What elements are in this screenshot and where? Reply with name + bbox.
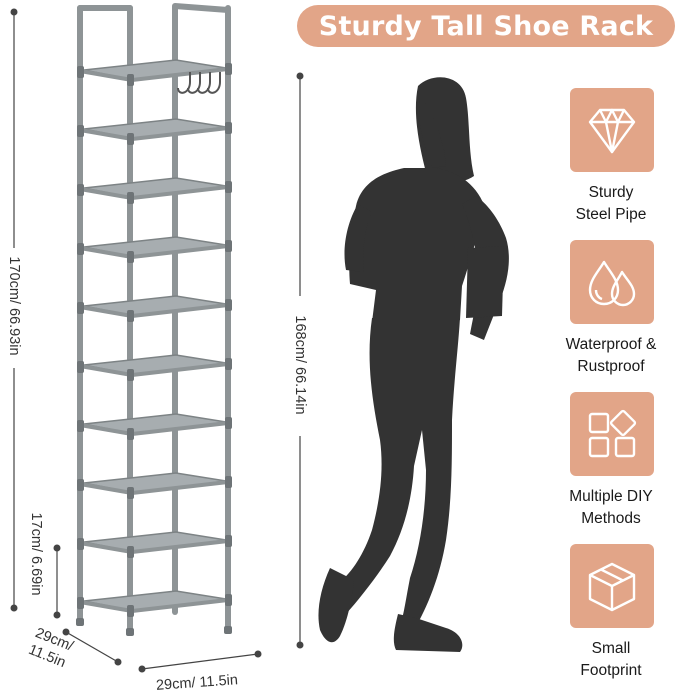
rack-rail	[79, 541, 133, 554]
tier-height-label: 17cm/ 6.69in	[28, 512, 44, 596]
rack-rail	[131, 362, 229, 377]
total-height-label: 170cm/ 66.93in	[6, 256, 22, 356]
rack-joint	[225, 240, 232, 252]
rack-hook	[187, 72, 201, 94]
rack-joint	[225, 476, 232, 488]
rack-joint	[127, 133, 134, 145]
rack-joint	[77, 597, 84, 609]
rack-rail	[79, 128, 133, 141]
rack-joint	[225, 594, 232, 606]
rack-rail	[79, 482, 133, 495]
rack-joint	[77, 420, 84, 432]
rack-joint	[77, 184, 84, 196]
rack-joint	[127, 192, 134, 204]
feature-line1: Small	[591, 640, 631, 657]
width-line	[141, 653, 259, 670]
rack-joint	[127, 546, 134, 558]
rack-joint	[77, 66, 84, 78]
rack-joint	[225, 299, 232, 311]
feature-line1: Waterproof &	[565, 336, 657, 353]
feature-line2: Methods	[581, 510, 641, 527]
rack-joint	[225, 181, 232, 193]
feature-label: Sturdy Steel Pipe	[545, 182, 677, 226]
rack-joint	[77, 479, 84, 491]
rack-rail	[79, 600, 133, 613]
rack-rail	[131, 303, 229, 318]
rack-rail	[131, 598, 229, 613]
box-icon	[588, 562, 636, 612]
rack-joint	[77, 302, 84, 314]
rack-foot	[126, 628, 134, 636]
rack-rail	[79, 69, 133, 82]
rack-joint	[127, 605, 134, 617]
rack-rail	[131, 480, 229, 495]
rack-foot	[76, 618, 84, 626]
rack-rail	[131, 126, 229, 141]
feature-line1: Multiple DIY	[569, 488, 653, 505]
rack-joint	[127, 369, 134, 381]
rack-joint	[77, 125, 84, 137]
rack-hook	[197, 72, 211, 94]
rack-rail	[79, 423, 133, 436]
title-banner: Sturdy Tall Shoe Rack	[297, 5, 675, 47]
page-title: Sturdy Tall Shoe Rack	[318, 10, 654, 42]
person-silhouette	[318, 77, 509, 652]
feature-label: Waterproof & Rustproof	[545, 334, 677, 378]
feature-tile	[570, 240, 654, 324]
rack-joint	[77, 243, 84, 255]
rack-rail	[79, 246, 133, 259]
dimension-lines	[10, 8, 304, 673]
rack-joint	[127, 310, 134, 322]
rack-top-bar	[77, 5, 133, 14]
feature-tile	[570, 88, 654, 172]
feature-line2: Rustproof	[577, 358, 645, 375]
feature-tile	[570, 544, 654, 628]
rack-rail	[131, 539, 229, 554]
feature-tile	[570, 392, 654, 476]
feature-line2: Footprint	[580, 662, 642, 679]
rack-rail	[131, 67, 229, 82]
diy-shapes-icon	[588, 409, 637, 458]
rack-joint	[127, 487, 134, 499]
rack-joint	[225, 535, 232, 547]
rack-joint	[77, 538, 84, 550]
rack-foot	[224, 626, 232, 634]
rack-top-bar	[172, 3, 231, 16]
rack-joint	[127, 251, 134, 263]
feature-line2: Steel Pipe	[575, 206, 647, 223]
rack-rail	[131, 421, 229, 436]
rack-joint	[77, 361, 84, 373]
feature-line1: Sturdy	[588, 184, 634, 201]
person-height-label: 168cm/ 66.14in	[292, 315, 308, 415]
rack-rail	[79, 364, 133, 377]
depth-line	[65, 631, 119, 663]
rack-joint	[127, 74, 134, 86]
feature-label: Small Footprint	[545, 638, 677, 682]
rack-rail	[131, 244, 229, 259]
rack-joint	[127, 428, 134, 440]
rack-joint	[225, 358, 232, 370]
rack-joint	[225, 122, 232, 134]
rack-hook	[207, 72, 221, 94]
rack-hook	[177, 72, 191, 94]
feature-label: Multiple DIY Methods	[545, 486, 677, 530]
shoe-rack	[76, 3, 232, 636]
water-drops-icon	[588, 260, 636, 307]
rack-rail	[131, 185, 229, 200]
rack-joint	[225, 63, 232, 75]
rack-rail	[79, 187, 133, 200]
rack-joint	[225, 417, 232, 429]
rack-rail	[79, 305, 133, 318]
diamond-icon	[588, 108, 636, 154]
